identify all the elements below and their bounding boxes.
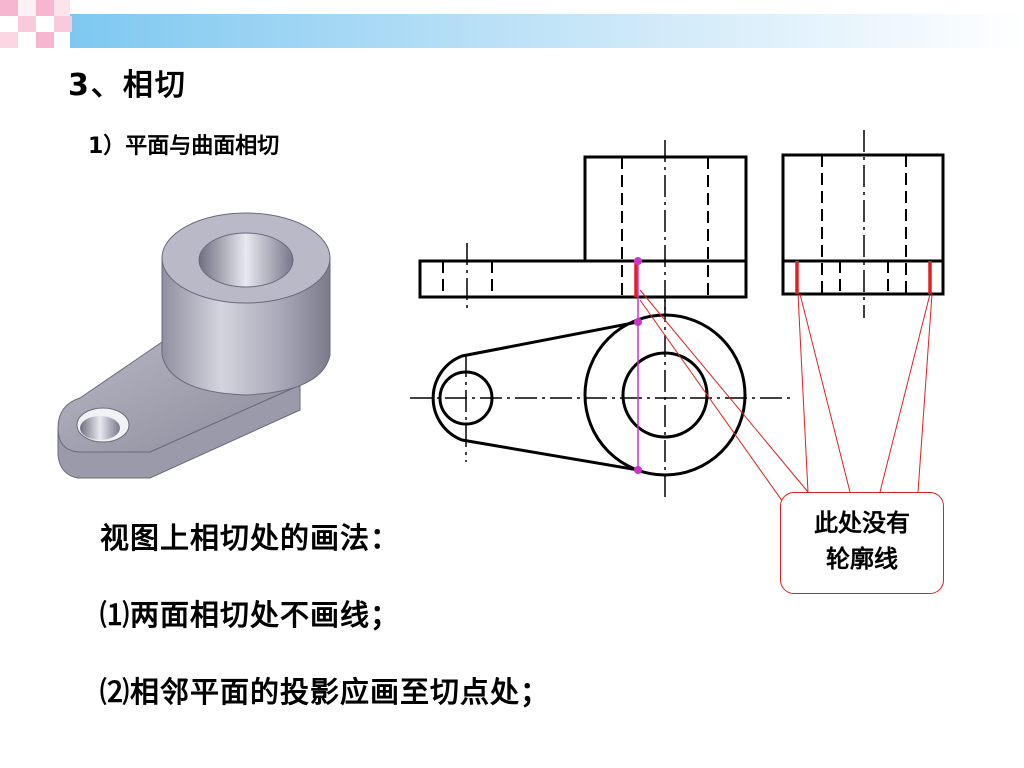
section-subtitle: 1）平面与曲面相切 (88, 134, 280, 159)
front-view (418, 155, 748, 299)
side-view-plate (781, 259, 945, 296)
method-rule-2: ⑵相邻平面的投影应画至切点处； (100, 675, 551, 709)
tangent-point-bottom (634, 466, 642, 474)
isometric-part-3d (57, 212, 331, 479)
method-heading: 视图上相切处的画法： (100, 521, 401, 555)
banner-gradient-bar (70, 14, 1024, 48)
side-view-boss (781, 153, 945, 263)
front-view-centerlines (466, 140, 666, 312)
top-view (431, 313, 747, 477)
top-view-arm-outline (431, 320, 639, 472)
callout-line-2: 轮廓线 (826, 544, 898, 573)
callout-line-1: 此处没有 (814, 508, 910, 537)
pink-checker-icon (0, 0, 72, 48)
method-rule-1: ⑴两面相切处不画线； (100, 598, 401, 632)
page-title: 3、相切 (68, 68, 187, 103)
top-view-centerlines (410, 300, 790, 498)
top-banner (0, 0, 1024, 48)
front-view-plate (418, 259, 748, 299)
side-view-hidden-lines (821, 155, 907, 294)
side-view (781, 153, 945, 296)
callout-leader-lines (639, 289, 933, 513)
callout-box: 此处没有 轮廓线 (780, 492, 944, 594)
tangent-point-top (634, 318, 642, 326)
front-view-hidden-lines (442, 157, 709, 297)
